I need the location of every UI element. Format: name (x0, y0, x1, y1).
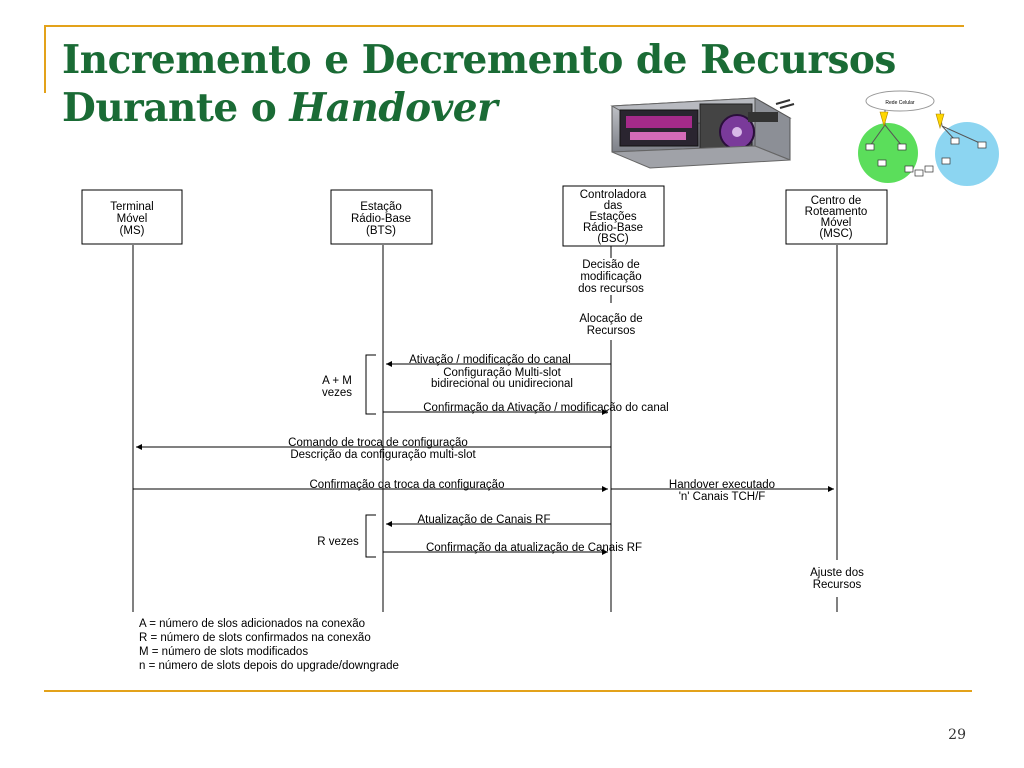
page-number: 29 (948, 727, 966, 743)
msg-activation-confirm-label: Confirmação da Ativação / modificação do… (423, 402, 668, 414)
bts-equipment-illustration (610, 97, 795, 169)
entity-bsc-line-1: Controladora (580, 189, 647, 201)
loop-r-label: R vezes (317, 536, 359, 548)
bsc-allocation-line-1: Alocação de (579, 313, 642, 325)
title-line-2-italic: Handover (289, 85, 498, 131)
legend-line-a: A = número de slos adicionados na conexã… (139, 618, 365, 630)
msg-multislot-config-line-1: Configuração Multi-slot (443, 367, 561, 379)
msg-handover-executed-label: Handover executado (669, 479, 775, 491)
msg-multislot-config-line-2: bidirecional ou unidirecional (431, 378, 573, 390)
msg-config-change-command-label: Comando de troca de configuração (288, 437, 468, 449)
slide-frame-bottom (44, 690, 972, 692)
entity-ms: Terminal Móvel (MS) (81, 189, 183, 245)
entity-bsc: Controladora das Estações Rádio-Base (BS… (562, 185, 665, 247)
bsc-decision-line-2: modificação (580, 271, 641, 283)
entity-msc-line-1: Centro de (811, 195, 862, 207)
bsc-decision-line-3: dos recursos (578, 283, 644, 295)
entity-bts: Estação Rádio-Base (BTS) (330, 189, 433, 245)
title-line-2: Durante o Handover (62, 84, 896, 132)
msc-adjust-line-2: Recursos (813, 579, 862, 591)
msg-config-change-confirm-label: Confirmação da troca da configuração (310, 479, 505, 491)
bsc-allocation-line-2: Recursos (587, 325, 636, 337)
loop-am: A + M vezes (322, 354, 376, 415)
msc-adjust-note: Ajuste dos Recursos (810, 567, 864, 591)
entity-bsc-line-3: Estações (589, 211, 637, 223)
entity-bsc-line-5: (BSC) (597, 233, 628, 245)
msg-rf-update-label: Atualização de Canais RF (418, 514, 551, 526)
entity-msc: Centro de Roteamento Móvel (MSC) (785, 189, 888, 245)
msg-tch-channels-label: 'n' Canais TCH/F (679, 491, 766, 503)
entity-bts-line-3: (BTS) (366, 225, 396, 237)
entity-bsc-line-2: das (604, 200, 623, 212)
loop-am-line-1: A + M (322, 375, 352, 387)
network-cloud-label: Rede Celular (885, 100, 915, 106)
slide-frame-top (44, 25, 964, 27)
entity-msc-line-3: Móvel (821, 217, 852, 229)
entity-bts-line-1: Estação (360, 201, 402, 213)
entity-ms-line-1: Terminal (110, 201, 153, 213)
bsc-decision-line-1: Decisão de (582, 259, 640, 271)
loop-r: R vezes (317, 514, 376, 558)
title-line-2-prefix: Durante o (62, 85, 290, 131)
bsc-decision-note: Decisão de modificação dos recursos (578, 259, 644, 295)
entity-bts-line-2: Rádio-Base (351, 213, 411, 225)
title-line-1: Incremento e Decremento de Recursos (62, 37, 896, 83)
legend-line-m: M = número de slots modificados (139, 646, 308, 658)
entity-msc-line-4: (MSC) (819, 228, 852, 240)
slide-frame-left (44, 25, 46, 93)
legend-line-n: n = número de slots depois do upgrade/do… (139, 660, 399, 672)
cellular-network-illustration: Rede Celular (858, 90, 999, 186)
msg-channel-activation-label: Ativação / modificação do canal (409, 354, 571, 366)
entity-ms-line-3: (MS) (120, 225, 145, 237)
bsc-allocation-note: Alocação de Recursos (579, 313, 642, 337)
slide-title: Incremento e Decremento de Recursos Dura… (62, 36, 896, 132)
msc-adjust-line-1: Ajuste dos (810, 567, 864, 579)
entity-ms-line-2: Móvel (117, 213, 148, 225)
entity-bsc-line-4: Rádio-Base (583, 222, 643, 234)
entity-msc-line-2: Roteamento (805, 206, 868, 218)
legend: A = número de slos adicionados na conexã… (139, 618, 399, 672)
loop-am-line-2: vezes (322, 387, 352, 399)
msg-rf-update-confirm-label: Confirmação da atualização de Canais RF (426, 542, 642, 554)
msg-config-description-label: Descrição da configuração multi-slot (290, 449, 476, 461)
legend-line-r: R = número de slots confirmados na conex… (139, 632, 371, 644)
